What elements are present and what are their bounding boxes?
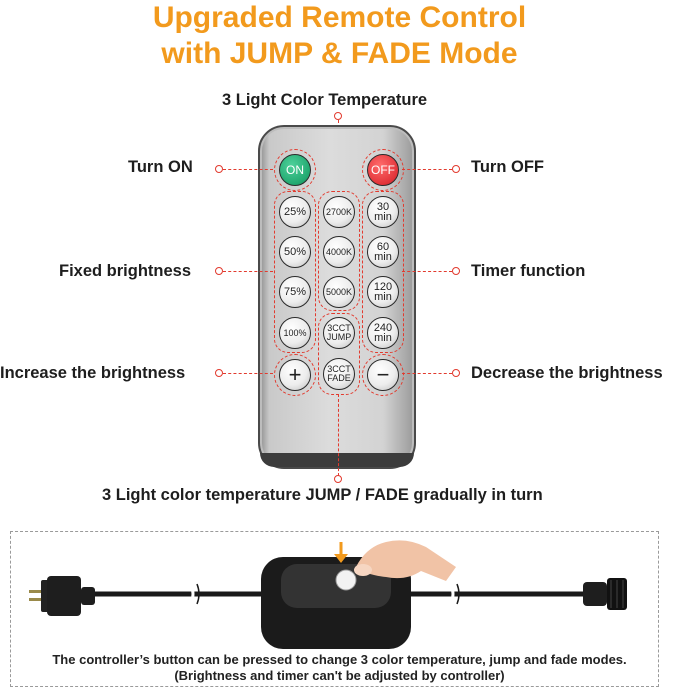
cct-5000k-button[interactable]: 5000K — [323, 276, 355, 308]
controller-caption-line-2: (Brightness and timer can't be adjusted … — [174, 668, 505, 683]
connector-dot-timer — [452, 267, 460, 275]
timer-240-button[interactable]: 240 min — [367, 317, 399, 349]
cct-group-highlight — [318, 191, 360, 311]
connector-dot-top — [334, 112, 342, 120]
connector-dot-increase — [215, 369, 223, 377]
controller-panel — [10, 531, 659, 687]
timer-30-unit: min — [374, 211, 392, 223]
controller-illustration — [29, 540, 627, 649]
decrease-brightness-button[interactable]: − — [367, 359, 399, 391]
title-line-2: with JUMP & FADE Mode — [161, 37, 518, 70]
connector-dot-off — [452, 165, 460, 173]
controller-caption-line-1: The controller’s button can be pressed t… — [52, 652, 627, 667]
connector-line-on — [223, 169, 273, 170]
cct-fade-button[interactable]: 3CCT FADE — [323, 358, 355, 390]
on-button-highlight — [274, 149, 316, 191]
cct-4000k-button[interactable]: 4000K — [323, 236, 355, 268]
decrease-button-highlight — [362, 354, 404, 396]
connector-line-increase — [223, 373, 273, 374]
label-color-temperature: 3 Light Color Temperature — [222, 91, 428, 109]
cable-connector-icon — [583, 578, 627, 610]
power-plug-icon — [29, 576, 95, 616]
jump-fade-group-highlight — [318, 313, 360, 395]
timer-60-button[interactable]: 60 min — [367, 236, 399, 268]
timer-30-button[interactable]: 30 min — [367, 196, 399, 228]
label-fixed-brightness: Fixed brightness — [59, 262, 192, 280]
timer-group-highlight — [362, 191, 404, 353]
label-increase-brightness: Increase the brightness — [0, 364, 186, 382]
cct-jump-button[interactable]: 3CCT JUMP — [323, 317, 355, 349]
label-timer-function: Timer function — [471, 262, 586, 280]
timer-60-unit: min — [374, 251, 392, 263]
remote-control: ON OFF 25% 50% 75% 100% 2700K 4000K 5000… — [258, 125, 416, 469]
connector-dot-on — [215, 165, 223, 173]
brightness-50-button[interactable]: 50% — [279, 236, 311, 268]
increase-button-highlight — [274, 354, 316, 396]
label-turn-off: Turn OFF — [471, 158, 545, 176]
connector-line-timer — [402, 271, 452, 272]
connector-dot-decrease — [452, 369, 460, 377]
timer-120-value: 120 — [373, 281, 393, 293]
cct-jump-line1: 3CCT — [327, 323, 351, 333]
label-jump-fade: 3 Light color temperature JUMP / FADE gr… — [102, 486, 543, 504]
brightness-25-button[interactable]: 25% — [279, 196, 311, 228]
connector-line-decrease — [402, 373, 452, 374]
cct-fade-line2: FADE — [327, 373, 351, 383]
timer-120-unit: min — [374, 291, 392, 303]
timer-60-value: 60 — [376, 241, 390, 253]
increase-brightness-button[interactable]: + — [279, 359, 311, 391]
on-button[interactable]: ON — [279, 154, 311, 186]
cct-fade-line1: 3CCT — [327, 364, 351, 374]
connector-line-brightness — [223, 271, 273, 272]
timer-120-button[interactable]: 120 min — [367, 276, 399, 308]
connector-line-off — [402, 169, 452, 170]
cct-2700k-button[interactable]: 2700K — [323, 196, 355, 228]
press-arrow-icon — [334, 542, 348, 563]
off-button[interactable]: OFF — [367, 154, 399, 186]
cct-jump-line2: JUMP — [326, 332, 352, 342]
brightness-75-button[interactable]: 75% — [279, 276, 311, 308]
label-turn-on: Turn ON — [128, 158, 193, 176]
connector-dot-bottom — [334, 475, 342, 483]
brightness-100-button[interactable]: 100% — [279, 317, 311, 349]
connector-dot-brightness — [215, 267, 223, 275]
timer-240-unit: min — [374, 332, 392, 344]
off-button-highlight — [362, 149, 404, 191]
hand-pressing-icon — [354, 540, 456, 581]
timer-30-value: 30 — [376, 201, 390, 213]
brightness-group-highlight — [274, 191, 316, 353]
title-line-1: Upgraded Remote Control — [152, 1, 527, 34]
connector-line-bottom — [338, 394, 339, 476]
timer-240-value: 240 — [373, 322, 393, 334]
label-decrease-brightness: Decrease the brightness — [471, 364, 663, 382]
